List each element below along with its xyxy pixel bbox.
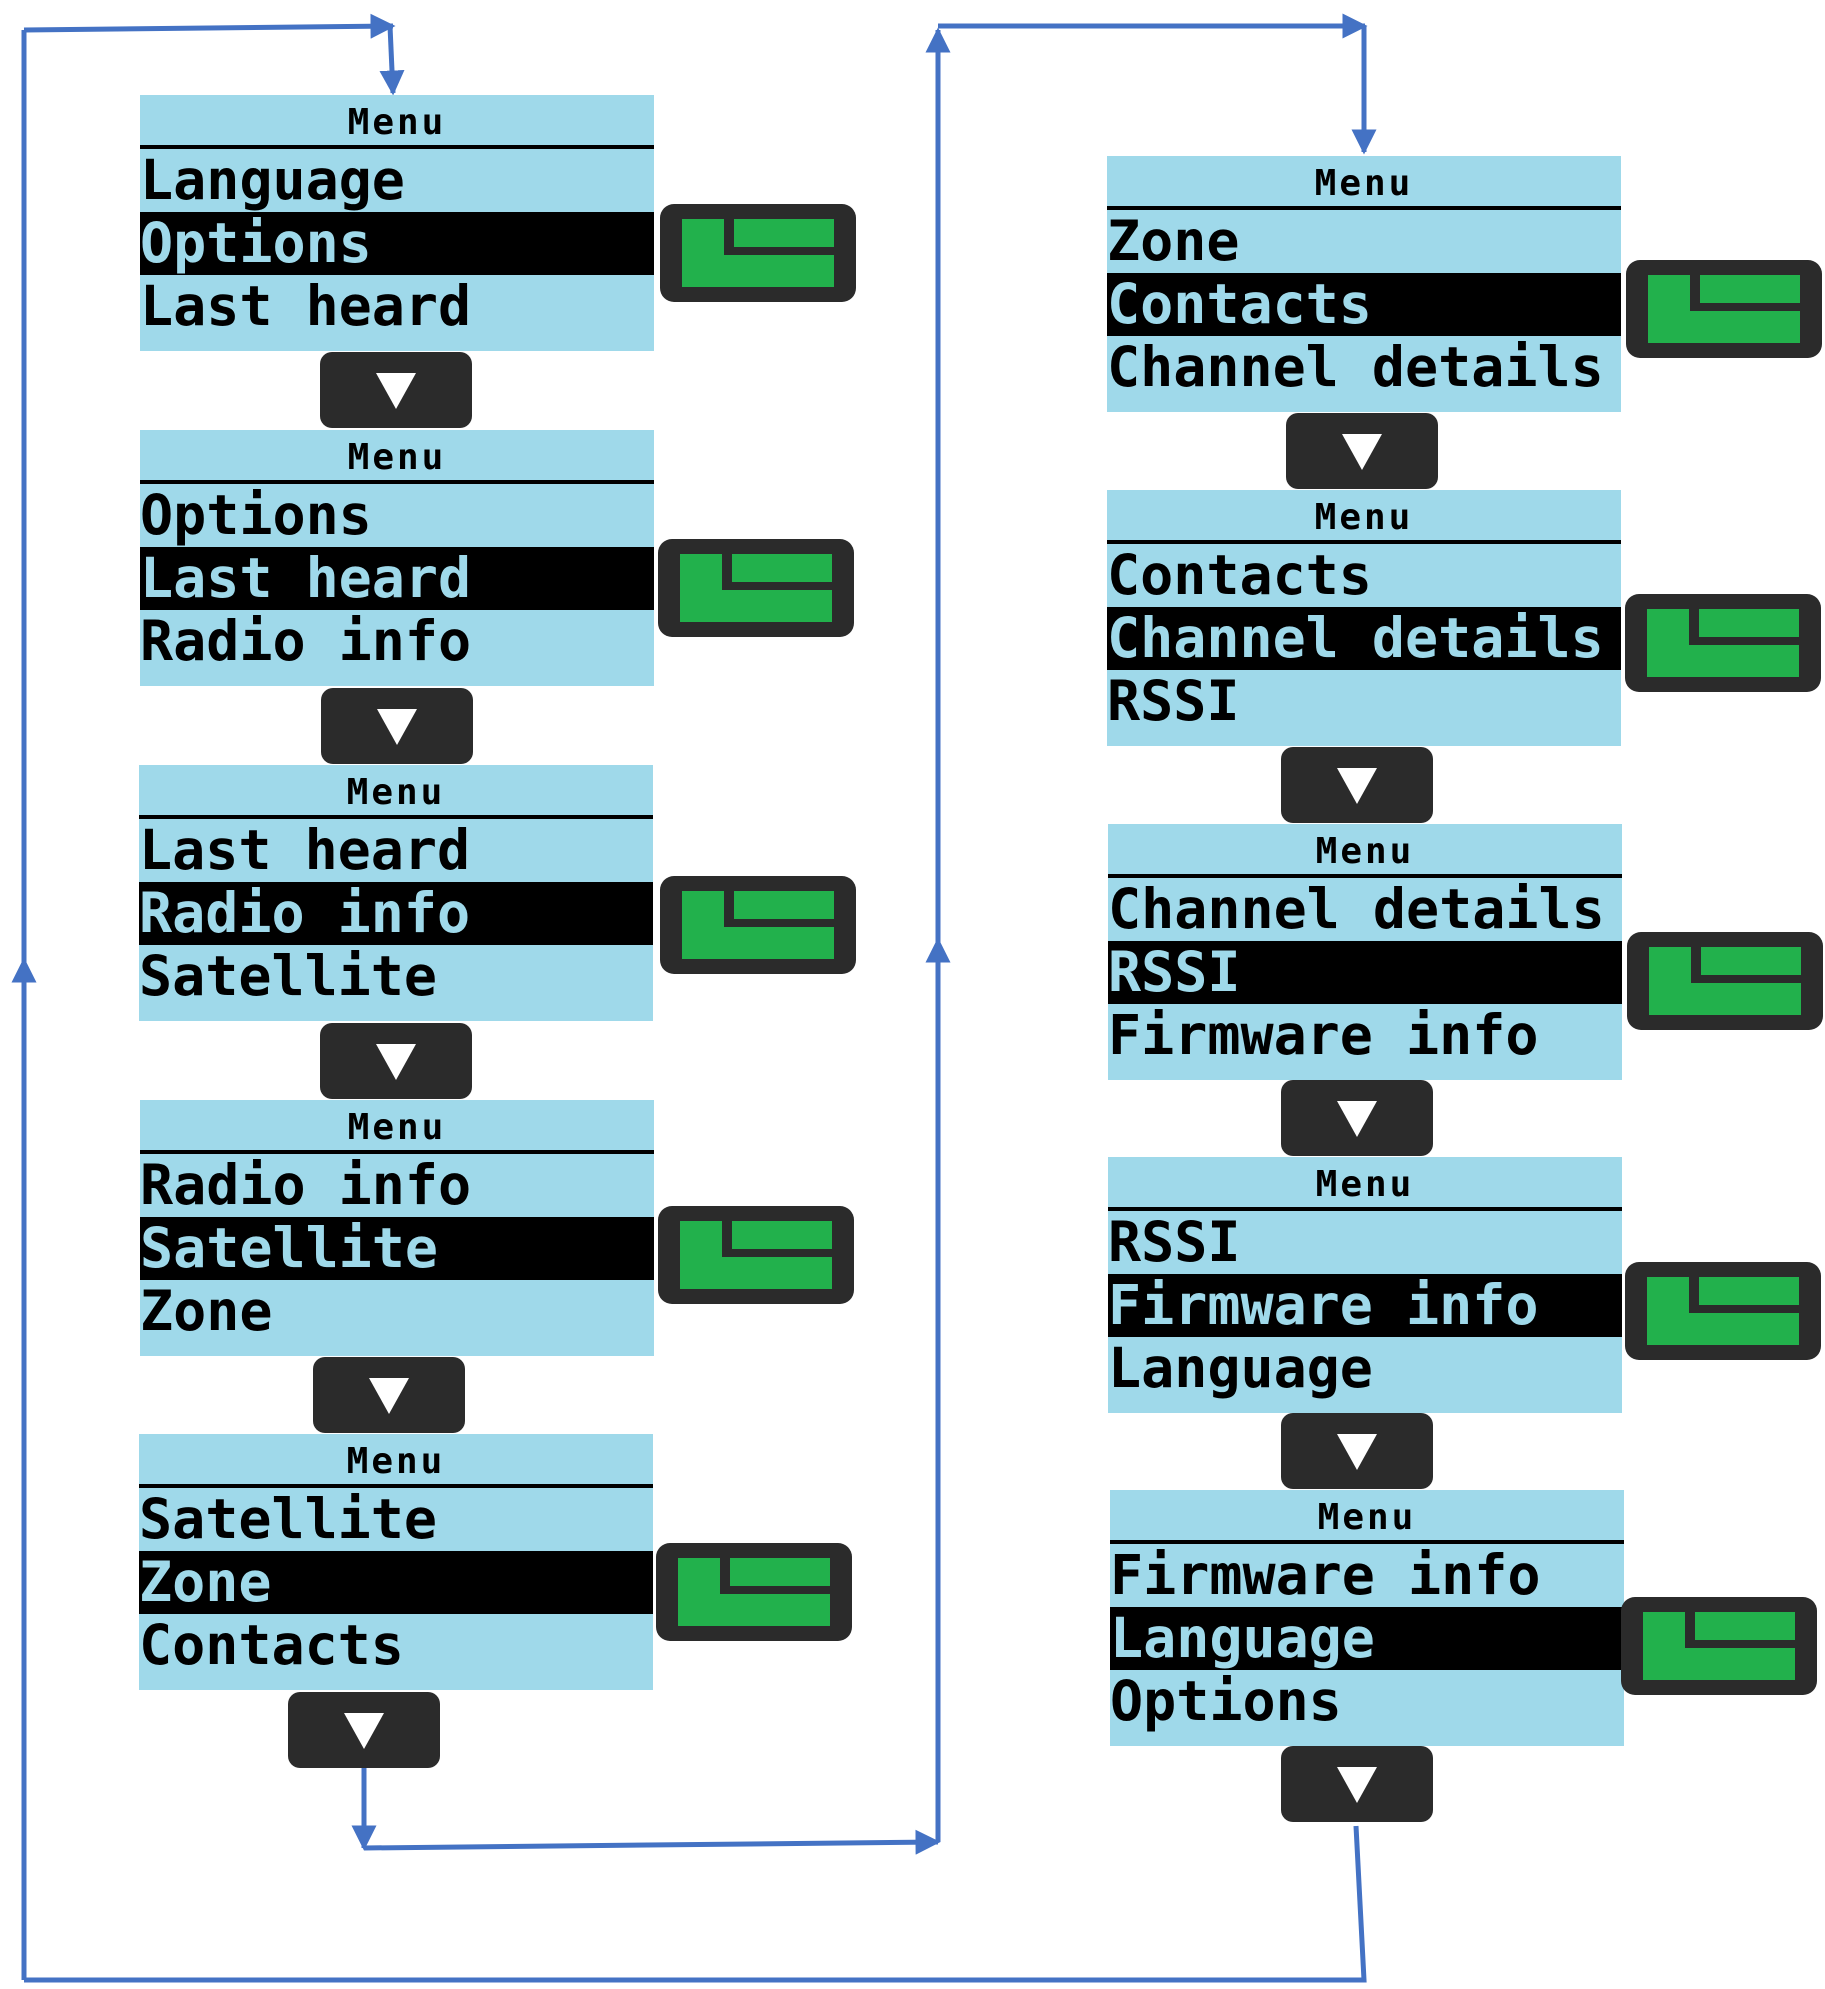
down-triangle-icon bbox=[1337, 1101, 1377, 1137]
menu-item-selected[interactable]: Channel details bbox=[1107, 607, 1621, 670]
down-triangle-icon bbox=[376, 373, 416, 409]
select-key-icon bbox=[1647, 609, 1799, 677]
down-triangle-icon bbox=[376, 1044, 416, 1080]
down-triangle-icon bbox=[377, 709, 417, 745]
menu-screen: Menu Options Last heard Radio info bbox=[140, 430, 654, 686]
select-key-icon bbox=[680, 554, 832, 622]
menu-item[interactable]: Contacts bbox=[139, 1613, 404, 1677]
down-key[interactable] bbox=[321, 688, 473, 764]
menu-item[interactable]: Channel details bbox=[1107, 335, 1604, 399]
menu-item[interactable]: Satellite bbox=[139, 1487, 438, 1551]
down-key[interactable] bbox=[1281, 1080, 1433, 1156]
select-key[interactable] bbox=[658, 1206, 854, 1304]
menu-item[interactable]: Language bbox=[1108, 1336, 1373, 1400]
menu-item[interactable]: Firmware info bbox=[1108, 1003, 1539, 1067]
menu-item[interactable]: Channel details bbox=[1108, 877, 1605, 941]
menu-screen: Menu Contacts Channel details RSSI bbox=[1107, 490, 1621, 746]
screen-title: Menu bbox=[1107, 490, 1621, 544]
select-key-icon bbox=[682, 219, 834, 287]
menu-item[interactable]: Radio info bbox=[140, 1153, 472, 1217]
menu-item[interactable]: Satellite bbox=[139, 944, 438, 1008]
screen-title: Menu bbox=[140, 1100, 654, 1154]
menu-item-selected[interactable]: Language bbox=[1110, 1607, 1624, 1670]
down-key[interactable] bbox=[1281, 747, 1433, 823]
menu-item-selected[interactable]: Contacts bbox=[1107, 273, 1621, 336]
menu-item-selected[interactable]: Last heard bbox=[140, 547, 654, 610]
menu-item[interactable]: Options bbox=[1110, 1669, 1342, 1733]
down-triangle-icon bbox=[344, 1713, 384, 1749]
screen-title: Menu bbox=[139, 765, 653, 819]
select-key-icon bbox=[680, 1221, 832, 1289]
select-key[interactable] bbox=[660, 876, 856, 974]
screen-title: Menu bbox=[1108, 824, 1622, 878]
screen-title: Menu bbox=[1107, 156, 1621, 210]
select-key[interactable] bbox=[658, 539, 854, 637]
down-triangle-icon bbox=[1337, 1434, 1377, 1470]
menu-item[interactable]: Zone bbox=[140, 1279, 273, 1343]
menu-item[interactable]: RSSI bbox=[1108, 1210, 1241, 1274]
menu-item-selected[interactable]: Zone bbox=[139, 1551, 653, 1614]
select-key-icon bbox=[1643, 1612, 1795, 1680]
screen-title: Menu bbox=[1108, 1157, 1622, 1211]
select-key[interactable] bbox=[1621, 1597, 1817, 1695]
menu-item[interactable]: Last heard bbox=[139, 818, 471, 882]
select-key[interactable] bbox=[1627, 932, 1823, 1030]
select-key-icon bbox=[682, 891, 834, 959]
menu-screen: Menu Radio info Satellite Zone bbox=[140, 1100, 654, 1356]
menu-screen: Menu RSSI Firmware info Language bbox=[1108, 1157, 1622, 1413]
menu-item[interactable]: Options bbox=[140, 483, 372, 547]
menu-item[interactable]: RSSI bbox=[1107, 669, 1240, 733]
menu-item-selected[interactable]: Radio info bbox=[139, 882, 653, 945]
down-key[interactable] bbox=[288, 1692, 440, 1768]
menu-screen: Menu Channel details RSSI Firmware info bbox=[1108, 824, 1622, 1080]
down-triangle-icon bbox=[1342, 434, 1382, 470]
select-key[interactable] bbox=[656, 1543, 852, 1641]
menu-screen: Menu Firmware info Language Options bbox=[1110, 1490, 1624, 1746]
arrow-col1-to-col2 bbox=[363, 1829, 941, 1855]
down-key[interactable] bbox=[313, 1357, 465, 1433]
screen-title: Menu bbox=[139, 1434, 653, 1488]
menu-screen: Menu Zone Contacts Channel details bbox=[1107, 156, 1621, 412]
menu-item-selected[interactable]: Firmware info bbox=[1108, 1274, 1622, 1337]
menu-item-selected[interactable]: Options bbox=[140, 212, 654, 275]
menu-item[interactable]: Last heard bbox=[140, 274, 472, 338]
menu-screen: Menu Satellite Zone Contacts bbox=[139, 1434, 653, 1690]
arrow-top-right bbox=[23, 13, 396, 39]
down-key[interactable] bbox=[320, 352, 472, 428]
down-key[interactable] bbox=[1286, 413, 1438, 489]
menu-item[interactable]: Radio info bbox=[140, 609, 472, 673]
screen-title: Menu bbox=[140, 430, 654, 484]
select-key[interactable] bbox=[660, 204, 856, 302]
select-key[interactable] bbox=[1625, 594, 1821, 692]
select-key-icon bbox=[1647, 1277, 1799, 1345]
menu-screen: Menu Language Options Last heard bbox=[140, 95, 654, 351]
down-key[interactable] bbox=[320, 1023, 472, 1099]
down-triangle-icon bbox=[1337, 1767, 1377, 1803]
screen-title: Menu bbox=[140, 95, 654, 149]
menu-item[interactable]: Firmware info bbox=[1110, 1543, 1541, 1607]
menu-item[interactable]: Zone bbox=[1107, 209, 1240, 273]
menu-item-selected[interactable]: Satellite bbox=[140, 1217, 654, 1280]
down-key[interactable] bbox=[1281, 1746, 1433, 1822]
menu-item[interactable]: Contacts bbox=[1107, 543, 1372, 607]
arrow-into-first-screen bbox=[379, 25, 405, 96]
arrow-return-bottom bbox=[24, 1825, 1367, 1983]
down-key[interactable] bbox=[1281, 1413, 1433, 1489]
select-key-icon bbox=[1649, 947, 1801, 1015]
down-triangle-icon bbox=[369, 1378, 409, 1414]
select-key-icon bbox=[678, 1558, 830, 1626]
down-triangle-icon bbox=[1337, 768, 1377, 804]
select-key-icon bbox=[1648, 275, 1800, 343]
screen-title: Menu bbox=[1110, 1490, 1624, 1544]
menu-item-selected[interactable]: RSSI bbox=[1108, 941, 1622, 1004]
select-key[interactable] bbox=[1625, 1262, 1821, 1360]
menu-screen: Menu Last heard Radio info Satellite bbox=[139, 765, 653, 1021]
select-key[interactable] bbox=[1626, 260, 1822, 358]
menu-item[interactable]: Language bbox=[140, 148, 405, 212]
